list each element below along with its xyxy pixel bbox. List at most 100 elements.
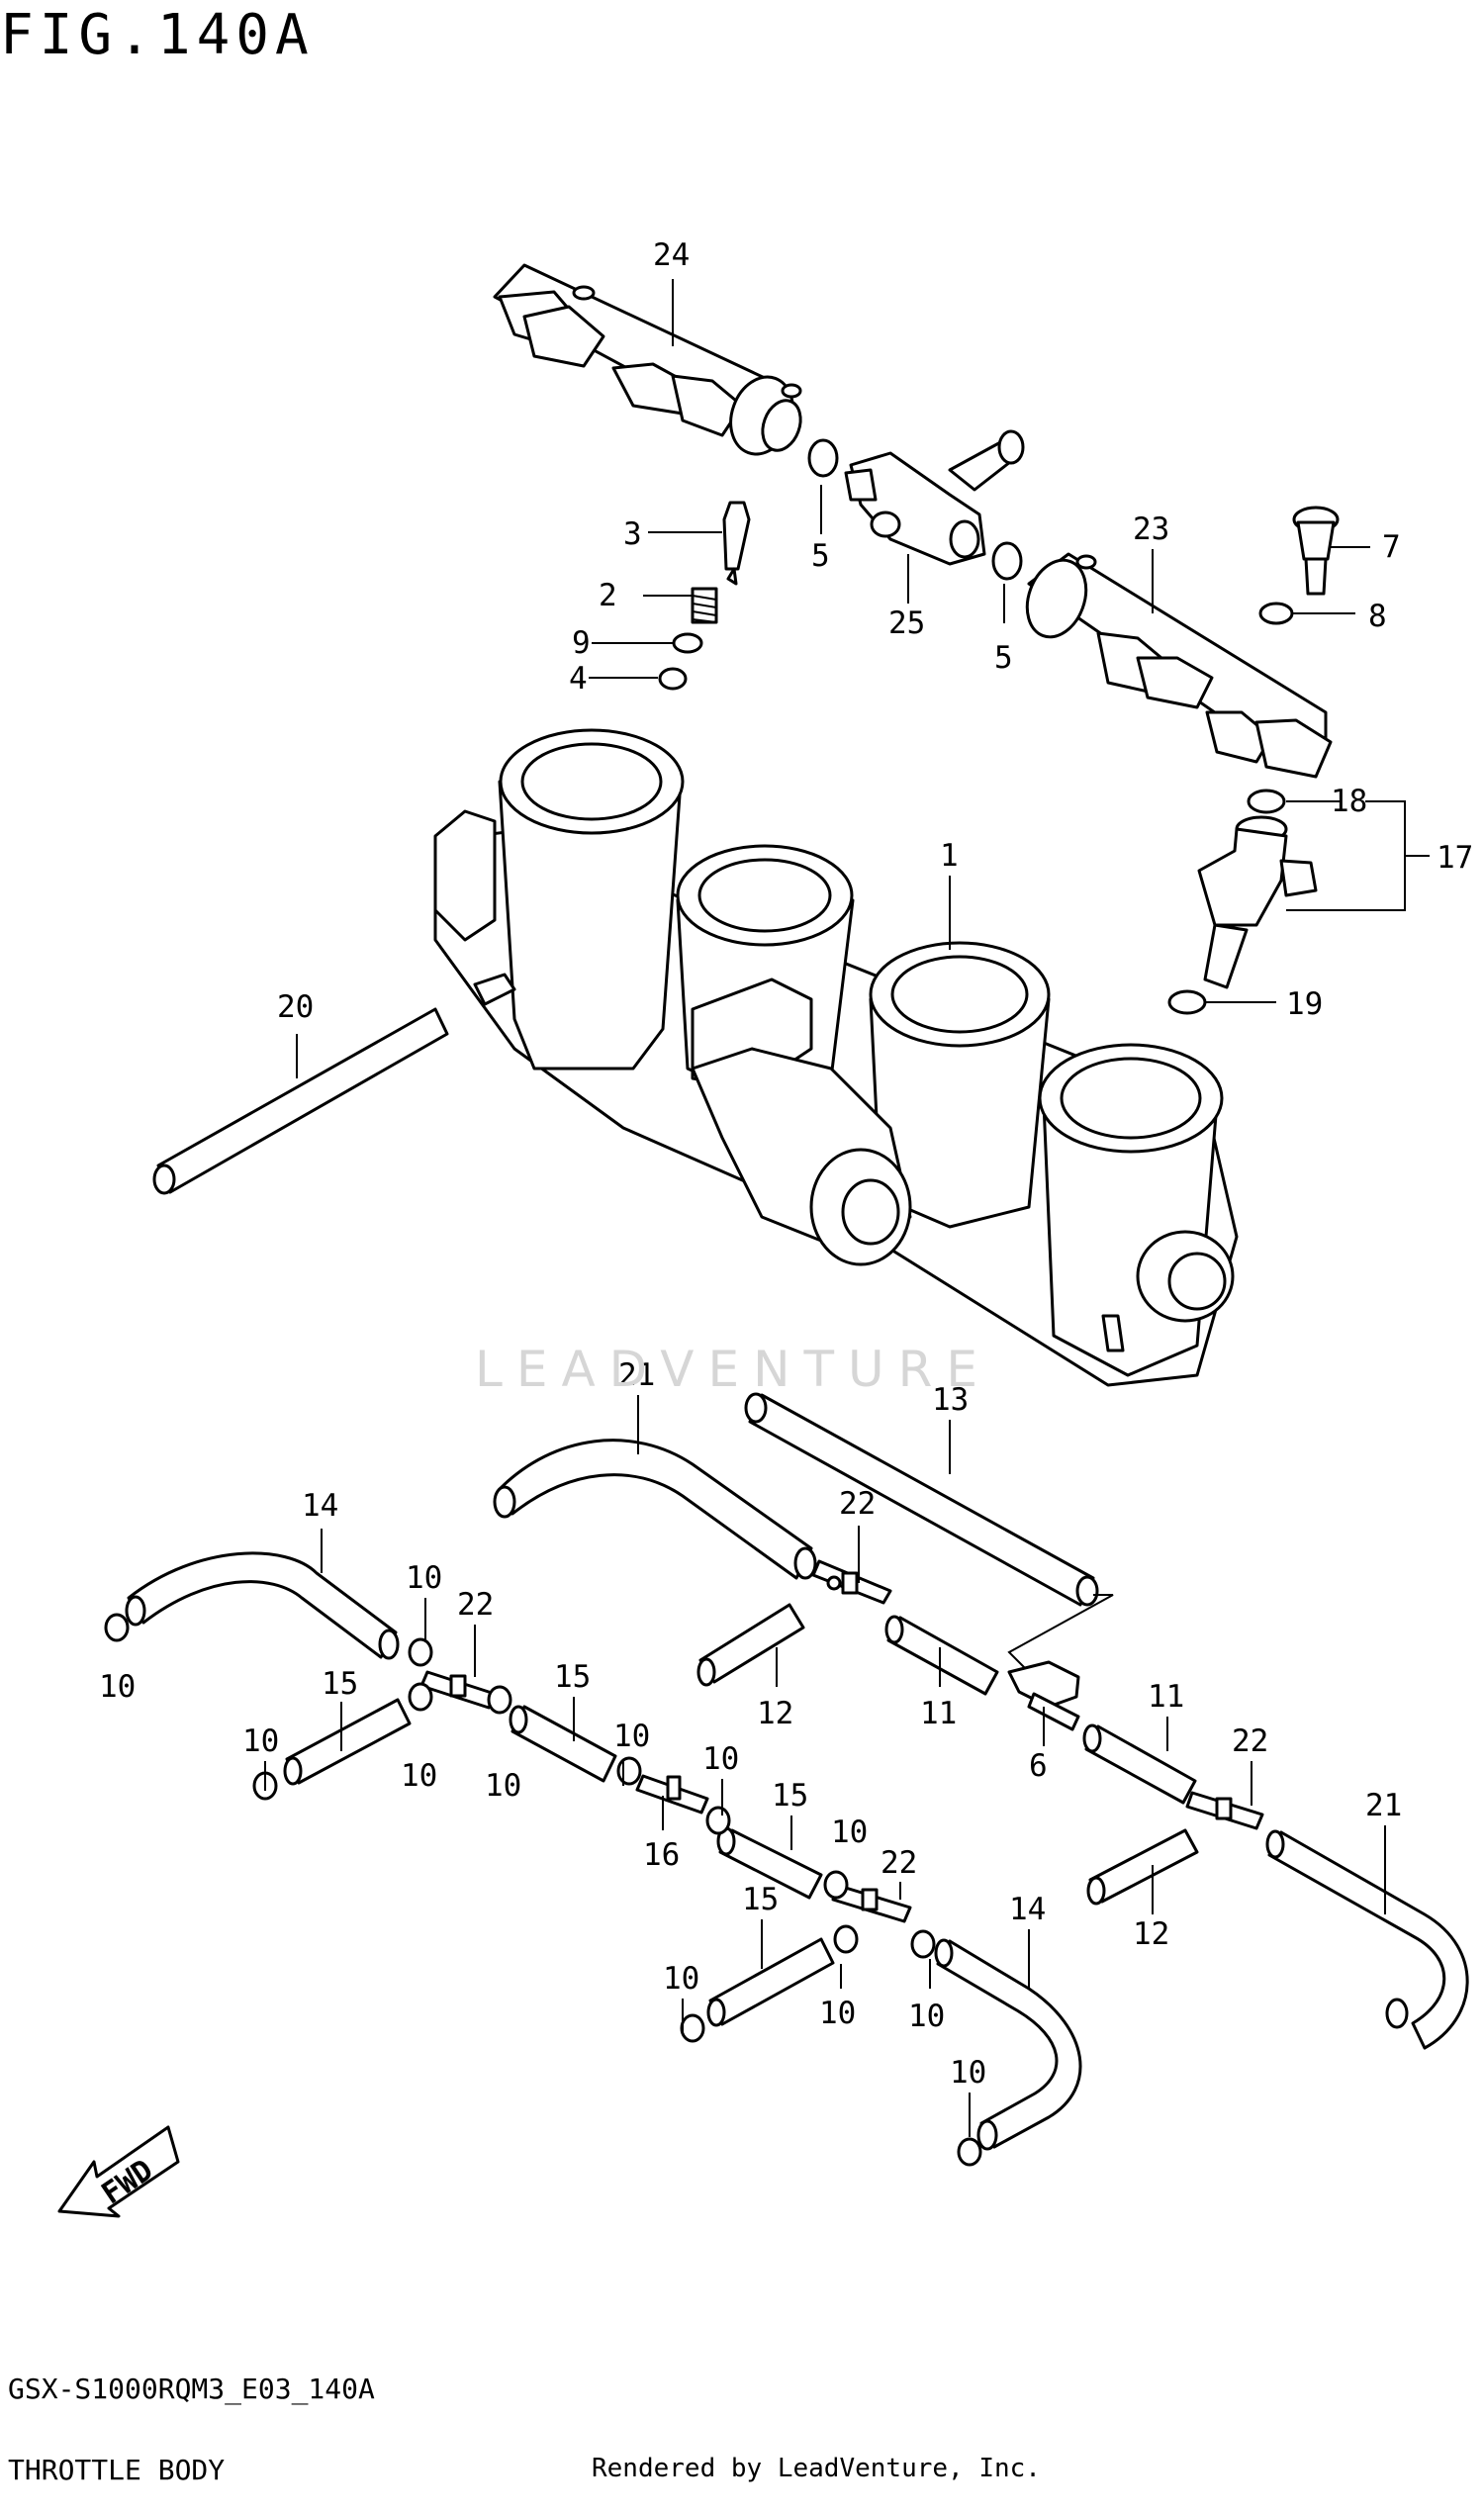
washer-9[interactable] xyxy=(672,632,703,654)
fwd-arrow-icon: FWD xyxy=(57,2125,180,2218)
callout: 22 xyxy=(881,1845,917,1881)
clamp[interactable] xyxy=(616,1756,642,1786)
joint-6[interactable] xyxy=(1007,1660,1080,1731)
callout: 10 xyxy=(908,1999,945,2034)
clamp[interactable] xyxy=(408,1682,433,1712)
callout: 12 xyxy=(1133,1916,1169,1952)
hose-11-lower[interactable] xyxy=(1082,1723,1197,1805)
callout: 22 xyxy=(457,1587,494,1623)
callout: 21 xyxy=(618,1357,655,1393)
clamp[interactable] xyxy=(408,1637,433,1667)
callout: 1 xyxy=(940,838,959,874)
hose-21-upper[interactable] xyxy=(493,1439,817,1580)
clamp[interactable] xyxy=(823,1870,849,1900)
callout: 10 xyxy=(702,1741,739,1777)
clamp[interactable] xyxy=(957,2137,982,2167)
diagram-code: GSX-S1000RQM3_E03_140A xyxy=(8,2373,375,2405)
callout: 15 xyxy=(772,1778,808,1814)
hose-20[interactable] xyxy=(152,1007,449,1195)
callout: 4 xyxy=(569,661,588,697)
callout: 11 xyxy=(920,1696,957,1731)
hose-11-upper[interactable] xyxy=(884,1615,999,1696)
callout: 13 xyxy=(932,1382,969,1418)
callout: 25 xyxy=(888,605,925,641)
callout: 5 xyxy=(994,640,1013,676)
t-joint-a[interactable] xyxy=(811,1559,892,1605)
callout: 18 xyxy=(1331,784,1367,819)
o-ring-4[interactable] xyxy=(658,667,688,691)
watermark-text: LEADVENTURE xyxy=(475,1341,991,1398)
leader-lines xyxy=(264,279,1430,2137)
clamp[interactable] xyxy=(680,2013,705,2043)
callout: 10 xyxy=(819,1996,856,2031)
t-joint-c[interactable] xyxy=(1185,1791,1264,1830)
callout: 15 xyxy=(322,1666,358,1702)
hose-14-right[interactable] xyxy=(934,1938,1082,2151)
callout: 8 xyxy=(1368,599,1387,634)
callout: 10 xyxy=(401,1758,437,1794)
fuel-delivery-pipe-right[interactable] xyxy=(1017,552,1333,779)
callout: 24 xyxy=(653,237,690,273)
hose-14-left[interactable] xyxy=(125,1551,400,1660)
callout-labels: 24 3 5 25 5 23 7 8 2 9 4 18 17 1 19 20 2… xyxy=(99,237,1473,2091)
fuel-joint[interactable] xyxy=(844,429,1025,566)
hose-15-d[interactable] xyxy=(706,1937,835,2027)
callout: 10 xyxy=(99,1669,136,1705)
t-joint-b[interactable] xyxy=(419,1670,497,1710)
callout: 10 xyxy=(485,1768,521,1804)
bolt[interactable] xyxy=(1292,506,1340,596)
callout: 14 xyxy=(302,1488,338,1524)
callout: 22 xyxy=(839,1486,876,1522)
callout: 10 xyxy=(831,1815,868,1850)
callout: 21 xyxy=(1365,1788,1402,1823)
clamp[interactable] xyxy=(910,1929,936,1959)
callout: 10 xyxy=(950,2055,986,2091)
washer[interactable] xyxy=(1258,602,1294,625)
clamp[interactable] xyxy=(487,1685,512,1715)
hose-15-c[interactable] xyxy=(716,1826,823,1900)
throttle-body-assembly[interactable] xyxy=(433,728,1239,1387)
clamp[interactable] xyxy=(104,1613,130,1642)
callout: 7 xyxy=(1382,529,1401,565)
fuel-delivery-pipe-left[interactable] xyxy=(493,263,807,463)
callout: 23 xyxy=(1133,512,1169,547)
callout: 19 xyxy=(1286,986,1323,1022)
callout: 11 xyxy=(1148,1679,1184,1715)
callout: 16 xyxy=(643,1837,680,1873)
callout: 3 xyxy=(623,516,642,552)
callout: 10 xyxy=(406,1560,442,1596)
callout: 15 xyxy=(554,1659,591,1695)
callout: 10 xyxy=(613,1719,650,1754)
washer-19[interactable] xyxy=(1167,989,1207,1015)
figure-title: FIG.140A xyxy=(0,3,315,67)
callout: 15 xyxy=(742,1882,779,1917)
callout: 10 xyxy=(242,1723,279,1759)
spring[interactable] xyxy=(691,587,718,624)
t-joint-16[interactable] xyxy=(635,1774,709,1815)
o-ring-right[interactable] xyxy=(991,541,1023,581)
hose-13[interactable] xyxy=(744,1392,1114,1673)
render-credit: Rendered by LeadVenture, Inc. xyxy=(592,2454,1041,2483)
callout: 17 xyxy=(1437,840,1473,876)
clamp[interactable] xyxy=(705,1806,731,1835)
hose-15-a[interactable] xyxy=(283,1698,412,1786)
callout: 9 xyxy=(572,625,591,661)
o-ring-18[interactable] xyxy=(1247,789,1286,814)
callout: 20 xyxy=(277,989,314,1025)
clamp[interactable] xyxy=(833,1924,859,1954)
hose-21-lower[interactable] xyxy=(1265,1829,1469,2050)
callout: 5 xyxy=(811,538,830,574)
callout: 6 xyxy=(1029,1748,1048,1784)
callout: 22 xyxy=(1232,1723,1268,1759)
hose-12-upper[interactable] xyxy=(696,1603,805,1687)
callout: 10 xyxy=(663,1961,699,1997)
callout: 2 xyxy=(599,578,617,613)
callout: 14 xyxy=(1009,1892,1046,1927)
fuel-injector[interactable] xyxy=(1197,815,1318,989)
section-name: THROTTLE BODY xyxy=(8,2454,226,2486)
hose-12-lower[interactable] xyxy=(1086,1828,1199,1906)
adjust-screw[interactable] xyxy=(722,501,751,586)
hose-15-b[interactable] xyxy=(509,1705,617,1783)
o-ring-left[interactable] xyxy=(807,438,839,478)
